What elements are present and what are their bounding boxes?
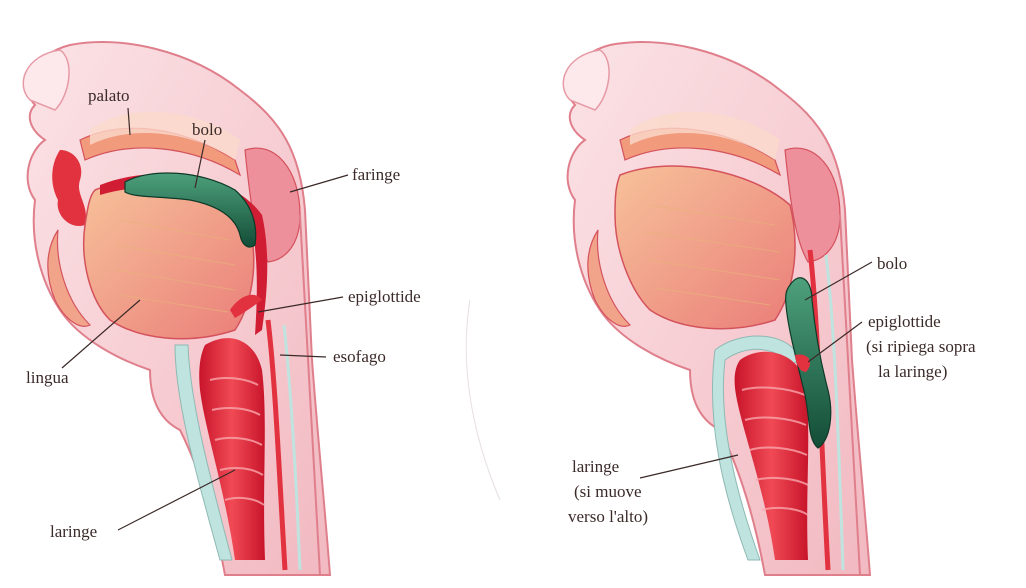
label-epiglottide-right: epiglottide [868,312,941,331]
right-nose [563,50,609,110]
label-bolo: bolo [192,120,222,139]
left-nose [23,50,69,110]
label-epiglottide-note-2: la laringe) [878,362,947,381]
label-esofago: esofago [333,347,386,366]
label-epiglottide-note-1: (si ripiega sopra [866,337,976,356]
label-lingua: lingua [26,368,69,387]
label-laringe-right: laringe [572,457,619,476]
label-laringe-note-2: verso l'alto) [568,507,648,526]
label-palato: palato [88,86,130,105]
label-laringe: laringe [50,522,97,541]
left-head-illustration [23,42,330,575]
label-faringe: faringe [352,165,400,184]
label-laringe-note-1: (si muove [574,482,642,501]
label-epiglottide: epiglottide [348,287,421,306]
label-bolo-right: bolo [877,254,907,273]
